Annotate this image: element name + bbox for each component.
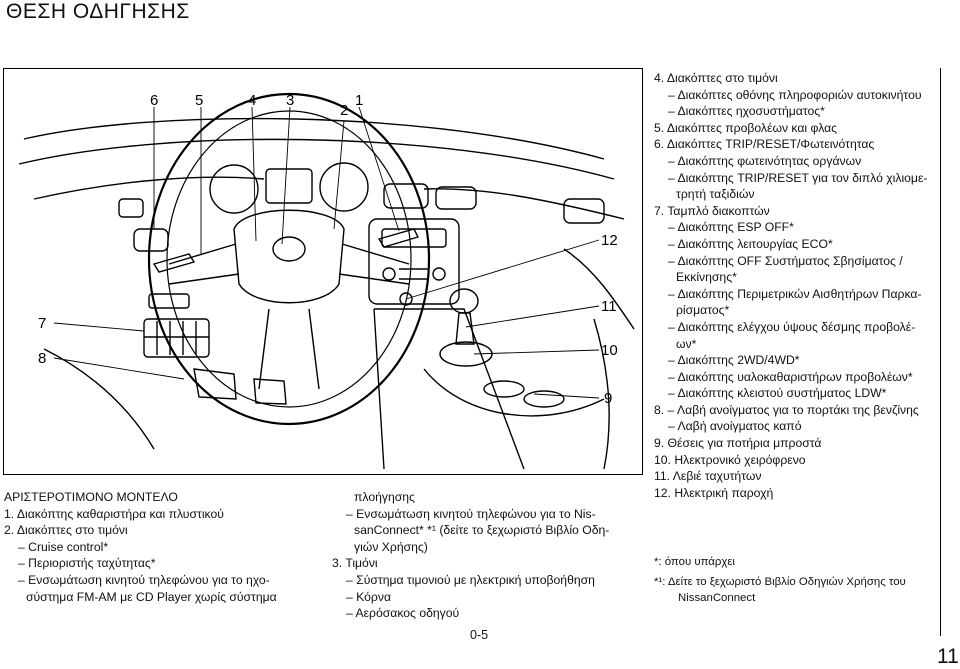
footnote-nissanconnect: *¹: Δείτε το ξεχωριστό Βιβλίο Οδηγιών Χρ…: [654, 576, 906, 588]
item-5: 5. Διακόπτες προβολέων και φλας: [654, 120, 838, 135]
footnotes: *: όπου υπάρχει *¹: Δείτε το ξεχωριστό Β…: [654, 554, 906, 606]
margin-rule: [940, 68, 941, 636]
item-7-sub: – Διακόπτης ελέγχου ύψους δέσμης προβολέ…: [668, 319, 916, 334]
item-7-sub: – Διακόπτης Περιμετρικών Αισθητήρων Παρκ…: [668, 286, 922, 301]
item-2-sub-cont: γιών Χρήσης): [354, 539, 428, 554]
callout-11: 11: [601, 298, 617, 315]
right-column-text: 4. Διακόπτες στο τιμόνι – Διακόπτες οθόν…: [654, 70, 927, 501]
page-number: 11: [937, 645, 959, 668]
callout-6: 6: [150, 92, 158, 109]
item-11: 11. Λεβιέ ταχυτήτων: [654, 469, 762, 484]
item-1: 1. Διακόπτης καθαριστήρα και πλυστικού: [4, 506, 224, 521]
item-7-sub: – Διακόπτης OFF Συστήματος Σβησίματος /: [668, 253, 903, 268]
left-column-text: ΑΡΙΣΤΕΡΟΤΙΜΟΝΟ ΜΟΝΤΕΛΟ 1. Διακόπτης καθα…: [4, 489, 277, 605]
item-2-sub-cont: sanConnect* *¹ (δείτε το ξεχωριστό Βιβλί…: [354, 523, 610, 538]
item-2-sub-cont: σύστημα FM-AM με CD Player χωρίς σύστημα: [26, 589, 277, 604]
item-7-sub: – Διακόπτης λειτουργίας ECO*: [668, 236, 833, 251]
item-2-sub: – Cruise control*: [18, 539, 109, 554]
item-2-sub: – Περιοριστής ταχύτητας*: [18, 556, 156, 571]
item-6: 6. Διακόπτες TRIP/RESET/Φωτεινότητας: [654, 137, 875, 152]
item-2-sub-cont: πλοήγησης: [354, 490, 415, 504]
callout-3: 3: [286, 92, 294, 109]
item-2: 2. Διακόπτες στο τιμόνι: [4, 523, 128, 538]
item-7-sub: – Διακόπτης κλειστού συστήματος LDW*: [668, 386, 887, 401]
item-4-sub: – Διακόπτες οθόνης πληροφοριών αυτοκινήτ…: [668, 87, 922, 102]
item-7-sub: – Διακόπτης 2WD/4WD*: [668, 353, 800, 368]
item-2-sub: – Ενσωμάτωση κινητού τηλεφώνου για το ηχ…: [18, 572, 270, 587]
item-3-sub: – Κόρνα: [346, 589, 391, 604]
item-4: 4. Διακόπτες στο τιμόνι: [654, 71, 778, 85]
section-title: ΘΕΣΗ ΟΔΗΓΗΣΗΣ: [6, 0, 190, 23]
callout-2: 2: [340, 102, 348, 119]
page-code: 0-5: [470, 628, 489, 642]
item-12: 12. Ηλεκτρική παροχή: [654, 485, 774, 500]
callout-10: 10: [601, 342, 618, 359]
item-7-sub: – Διακόπτης υαλοκαθαριστήρων προβολέων*: [668, 369, 913, 384]
item-6-sub: – Διακόπτης φωτεινότητας οργάνων: [668, 153, 862, 168]
dashboard-figure: 6 5 4 3 2 1 12 11 10 9 7 8: [3, 68, 643, 475]
item-8: 8. – Λαβή ανοίγματος για το πορτάκι της …: [654, 402, 919, 417]
dashboard-illustration: 6 5 4 3 2 1 12 11 10 9 7 8: [18, 92, 635, 470]
item-3: 3. Τιμόνι: [332, 556, 378, 571]
item-3-sub: – Σύστημα τιμονιού με ηλεκτρική υποβοήθη…: [346, 572, 595, 587]
callout-8: 8: [38, 350, 46, 367]
item-6-sub: – Διακόπτης TRIP/RESET για τον διπλό χιλ…: [668, 170, 928, 185]
item-10: 10. Ηλεκτρονικό χειρόφρενο: [654, 452, 806, 467]
callout-7: 7: [38, 315, 46, 332]
model-heading: ΑΡΙΣΤΕΡΟΤΙΜΟΝΟ ΜΟΝΤΕΛΟ: [4, 490, 178, 504]
item-6-sub-cont: τρητή ταξιδιών: [676, 187, 755, 202]
footnote-nissanconnect-cont: NissanConnect: [678, 592, 756, 604]
item-8-sub: – Λαβή ανοίγματος καπό: [668, 419, 802, 434]
footnote-availability: *: όπου υπάρχει: [654, 556, 735, 568]
callout-5: 5: [195, 92, 203, 109]
item-7-sub-cont: Εκκίνησης*: [676, 270, 737, 285]
item-7-sub-cont: ρίσματος*: [676, 303, 730, 318]
item-7: 7. Ταμπλό διακοπτών: [654, 203, 770, 218]
item-7-sub: – Διακόπτης ESP OFF*: [668, 220, 794, 235]
callout-12: 12: [601, 232, 618, 249]
item-3-sub: – Αερόσακος οδηγού: [346, 606, 460, 621]
callout-4: 4: [248, 92, 256, 109]
middle-column-text: πλοήγησης – Ενσωμάτωση κινητού τηλεφώνου…: [332, 489, 609, 622]
callout-9: 9: [604, 390, 612, 407]
item-7-sub-cont: ων*: [676, 336, 697, 351]
item-4-sub: – Διακόπτες ηχοσυστήματος*: [668, 104, 825, 119]
callout-1: 1: [355, 92, 363, 109]
item-9: 9. Θέσεις για ποτήρια μπροστά: [654, 436, 822, 451]
item-2-sub: – Ενσωμάτωση κινητού τηλεφώνου για το Ni…: [346, 506, 596, 521]
